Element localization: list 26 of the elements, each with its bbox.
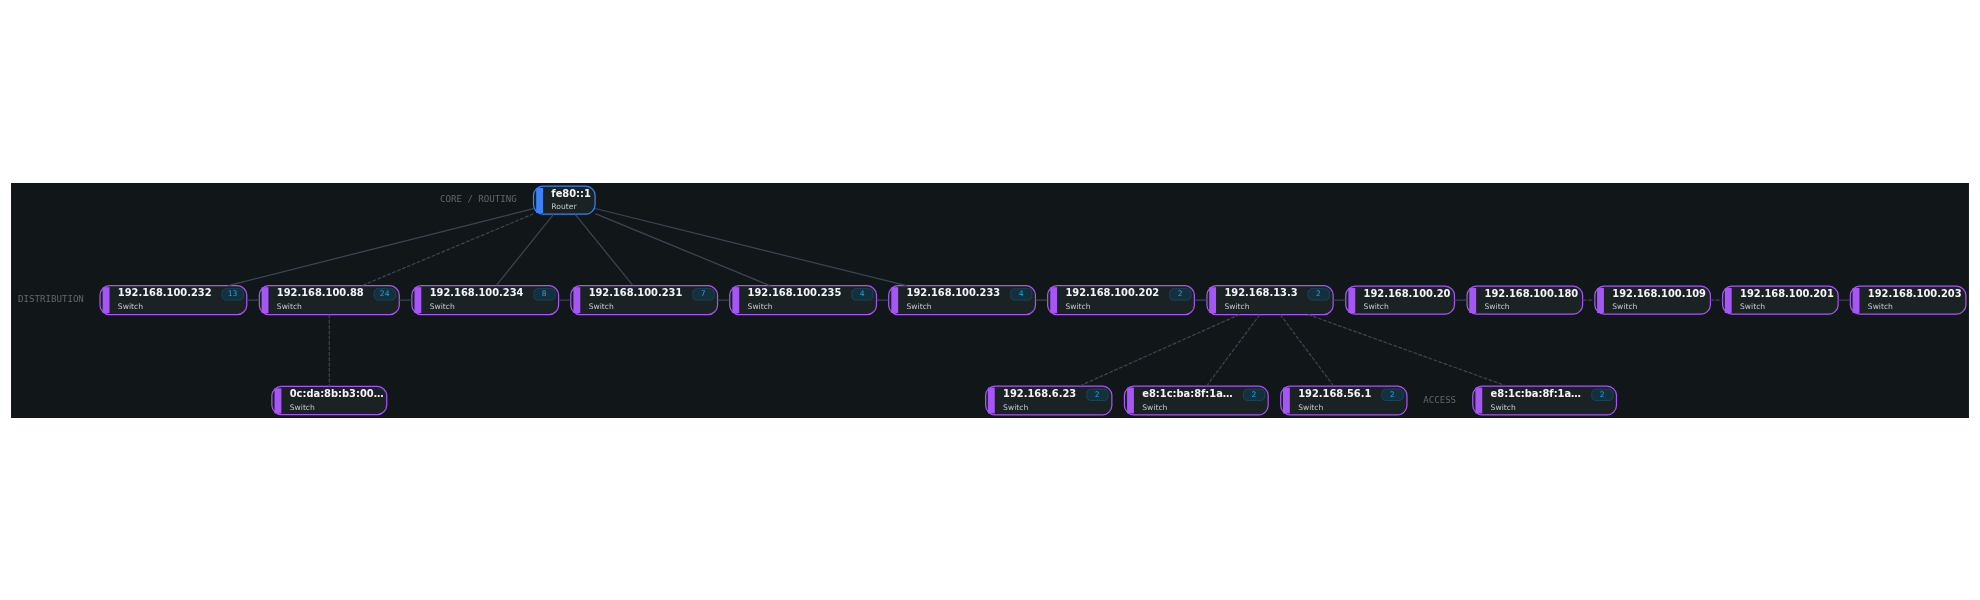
connector [246, 299, 260, 301]
connector [1709, 299, 1724, 301]
connector [398, 299, 413, 301]
label: CORE / ROUTING [439, 193, 517, 204]
connector [227, 207, 534, 286]
connector [1194, 299, 1208, 301]
connector [876, 299, 889, 301]
connector [1307, 313, 1508, 387]
connector [1582, 299, 1596, 301]
connector [558, 299, 572, 301]
connector [594, 207, 908, 286]
connector [328, 313, 330, 387]
connector [1079, 313, 1240, 387]
connector [1454, 299, 1468, 301]
label: ACCESS [1423, 394, 1457, 405]
label: DISTRIBUTION [18, 293, 84, 304]
connector [594, 212, 771, 286]
connector [1206, 313, 1261, 386]
connector [1279, 313, 1335, 386]
connector [1837, 299, 1851, 301]
connector [574, 213, 634, 286]
connector [361, 212, 534, 286]
connector [1332, 299, 1347, 301]
connector [717, 299, 730, 301]
connector [495, 213, 555, 286]
connector [1035, 299, 1048, 301]
